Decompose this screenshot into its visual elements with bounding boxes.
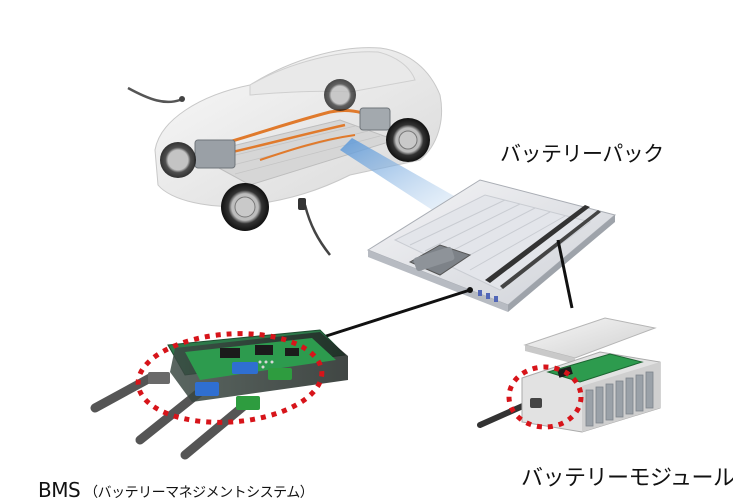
callout-lines bbox=[319, 239, 574, 340]
bms-full-name: （バッテリーマネジメントシステム） bbox=[84, 485, 314, 501]
bms-label: BMS（バッテリーマネジメントシステム） bbox=[38, 478, 314, 502]
battery-pack-label: バッテリーパック bbox=[500, 142, 664, 166]
bms-abbreviation: BMS bbox=[38, 478, 81, 502]
bms-highlight-ring bbox=[135, 331, 325, 425]
highlight-beam bbox=[340, 138, 470, 215]
battery-module-illustration bbox=[477, 317, 661, 433]
electric-car-cutaway bbox=[127, 47, 443, 256]
module-highlight-ring bbox=[506, 364, 584, 430]
battery-module-label: バッテリーモジュール bbox=[521, 466, 733, 491]
battery-pack-illustration bbox=[366, 179, 617, 312]
callout-point bbox=[467, 287, 473, 293]
